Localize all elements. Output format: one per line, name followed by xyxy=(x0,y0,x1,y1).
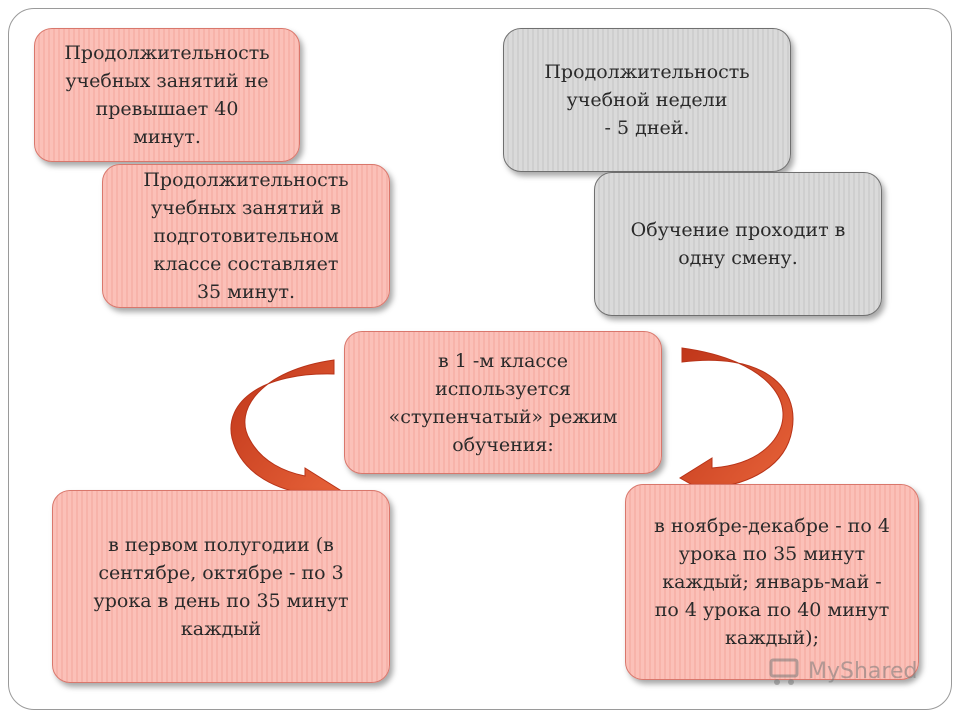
prep-class-duration-text: Продолжительность учебных занятий в подг… xyxy=(143,169,349,303)
first-grade-mode-text: в 1 -м классе используется «ступенчатый»… xyxy=(388,349,618,456)
first-half-year-box: в первом полугодии (в сентябре, октябре … xyxy=(52,490,390,683)
prep-class-duration-box: Продолжительность учебных занятий в подг… xyxy=(102,164,390,308)
week-duration-box: Продолжительность учебной недели - 5 дне… xyxy=(503,28,791,172)
first-half-year-text: в первом полугодии (в сентябре, октябре … xyxy=(93,533,349,640)
lesson-duration-box: Продолжительность учебных занятий не пре… xyxy=(34,28,300,162)
curved-arrow-right-icon xyxy=(679,347,794,497)
one-shift-text: Обучение проходит в одну смену. xyxy=(630,219,846,269)
nov-may-text: в ноябре-декабре - по 4 урока по 35 мину… xyxy=(654,515,890,649)
one-shift-box: Обучение проходит в одну смену. xyxy=(594,172,882,316)
lesson-duration-text: Продолжительность учебных занятий не пре… xyxy=(64,42,270,148)
curved-arrow-left-icon xyxy=(230,359,342,503)
first-grade-mode-box: в 1 -м классе используется «ступенчатый»… xyxy=(344,331,662,474)
watermark-text: MyShared xyxy=(808,658,918,684)
nov-may-box: в ноябре-декабре - по 4 урока по 35 мину… xyxy=(625,484,919,680)
week-duration-text: Продолжительность учебной недели - 5 дне… xyxy=(544,61,750,139)
watermark: MyShared xyxy=(768,656,917,686)
cart-icon xyxy=(769,658,799,685)
